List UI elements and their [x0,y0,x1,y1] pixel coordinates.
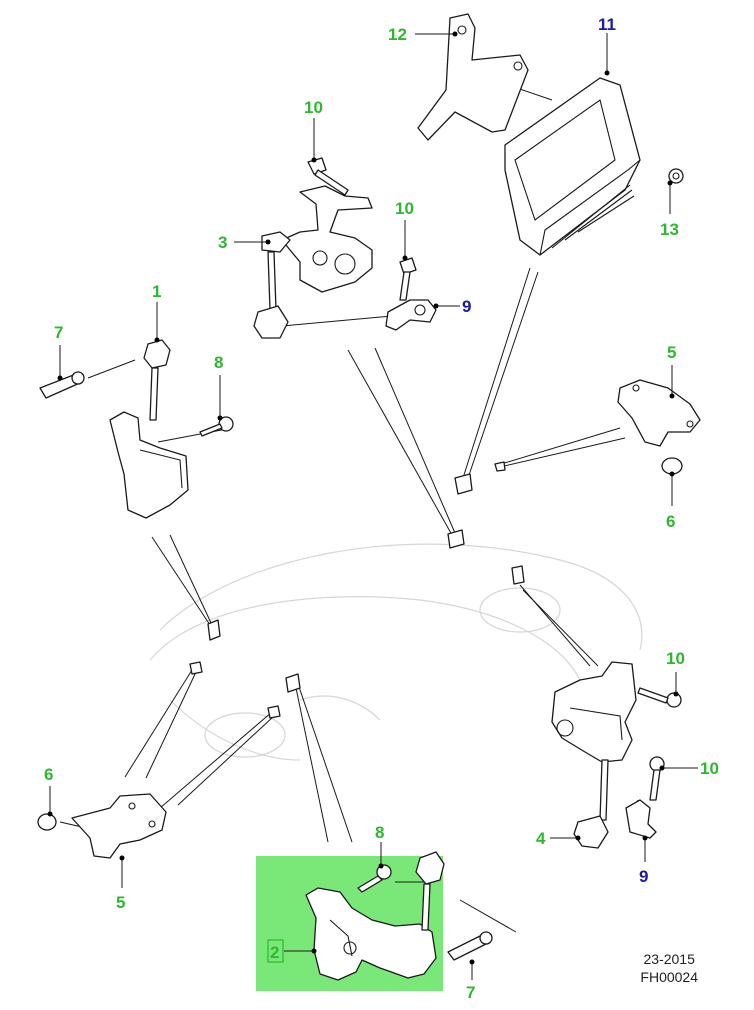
callout-8-bottom: 8 [375,823,384,842]
part-5-bracket-left [71,793,167,859]
part-3-level-sensor [253,185,373,339]
callout-10-mid: 10 [395,199,414,218]
callout-3: 3 [218,233,227,252]
part-5-bracket-right [617,379,701,447]
callout-2: 2 [270,943,279,962]
part-10-bolt-right-top [637,687,682,708]
part-12-bracket [417,13,529,141]
callout-4: 4 [536,829,546,848]
part-11-control-module [504,77,641,256]
part-8-bolt-top [199,416,234,437]
callout-labels: 12 11 10 3 10 9 1 7 8 13 5 6 10 10 4 9 6… [44,15,719,1002]
callout-10-right-bottom: 10 [700,759,719,778]
part-13-nut [668,168,684,184]
leader-lines [59,71,639,933]
callout-2-box [267,939,284,963]
callout-5-left: 5 [116,893,125,912]
part-2-level-sensor [305,851,445,981]
part-4-level-sensor [551,661,637,849]
part-9-clip-right [625,799,657,839]
callout-5-right: 5 [667,343,676,362]
callout-9-right: 9 [639,867,648,886]
callout-10-top: 10 [304,98,323,117]
callout-10-right-top: 10 [666,649,685,668]
part-9-clip-top [385,299,437,331]
callout-7-bottom: 7 [466,983,475,1002]
part-10-bolt-mid [399,257,417,301]
date-code: 23-2015 [643,951,695,967]
part-10-bolt-right-bottom [649,756,665,801]
callout-13: 13 [660,220,679,239]
callout-leaders [47,31,698,980]
figure-code: FH00024 [640,969,698,985]
figure-footer: 23-2015 FH00024 [640,950,698,986]
callout-8-top: 8 [214,353,223,372]
callout-1: 1 [152,282,161,301]
part-6-grommet-left [37,813,57,831]
part-7-pin-bottom [447,931,493,961]
callout-11: 11 [598,15,616,34]
part-8-bolt-bottom [357,864,392,893]
callout-12: 12 [388,25,407,44]
callout-9-top: 9 [462,297,471,316]
callout-7-top: 7 [54,323,63,342]
callout-6-right: 6 [666,512,675,531]
part-7-pin-top [39,371,85,399]
clips [189,461,525,719]
part-1-level-sensor [109,339,189,519]
callout-6-left: 6 [44,765,53,784]
